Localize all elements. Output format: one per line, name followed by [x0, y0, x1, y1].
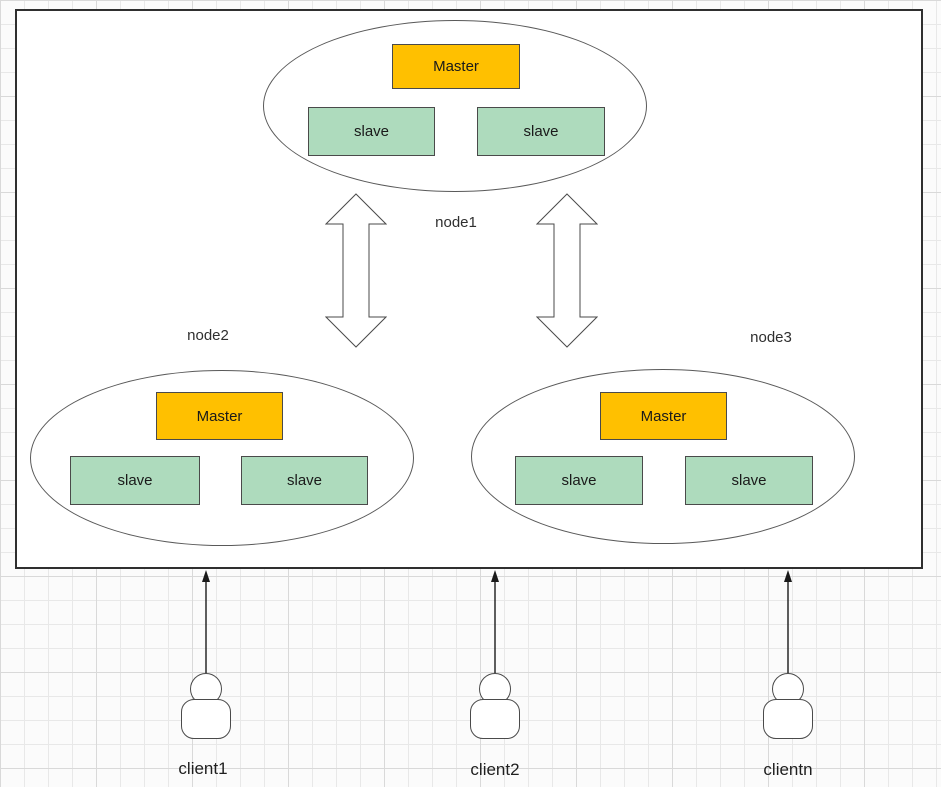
client1-label: client1	[178, 759, 228, 778]
client1-person-icon	[181, 673, 231, 739]
node2-slave2-box: slave	[241, 456, 368, 505]
clientn-person-icon	[763, 673, 813, 739]
node2-label: node2	[187, 327, 229, 344]
node3-slave2-box: slave	[685, 456, 813, 505]
client1-person-body	[181, 699, 231, 739]
node3-master-label: Master	[640, 407, 687, 425]
node1-slave1-box: slave	[308, 107, 435, 156]
sync-arrow-node1-node3	[536, 193, 598, 348]
client2-person-icon	[470, 673, 520, 739]
node2-slave1-label: slave	[117, 472, 153, 489]
node2-slave1-box: slave	[70, 456, 200, 505]
node1-label: node1	[435, 214, 477, 231]
node3-master-box: Master	[600, 392, 727, 440]
client2-arrow	[491, 570, 499, 673]
node1-slave2-label: slave	[523, 123, 559, 140]
node2-master-box: Master	[156, 392, 283, 440]
clientn-person-body	[763, 699, 813, 739]
node2-master-label: Master	[196, 407, 243, 425]
node1-master-label: Master	[433, 58, 479, 75]
clientn-arrow	[784, 570, 792, 673]
node1-slave1-label: slave	[353, 123, 390, 140]
node3-slave1-label: slave	[561, 472, 597, 489]
node3-slave2-label: slave	[731, 472, 767, 489]
node1-master-box: Master	[392, 44, 520, 89]
node1-slave2-box: slave	[477, 107, 605, 156]
node3-label: node3	[750, 329, 792, 346]
sync-arrow-node1-node2	[325, 193, 387, 348]
client1-arrow	[202, 570, 210, 673]
client2-person-body	[470, 699, 520, 739]
clientn-label: clientn	[763, 760, 813, 779]
node2-slave2-label: slave	[286, 472, 323, 489]
node3-slave1-box: slave	[515, 456, 643, 505]
client2-label: client2	[470, 760, 520, 779]
